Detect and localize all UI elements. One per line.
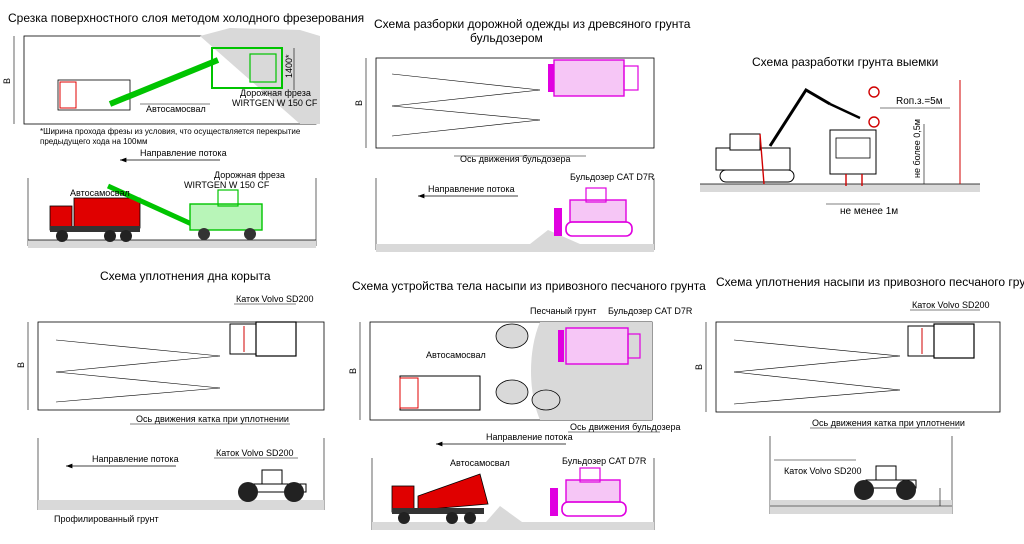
compact-bed-dim-b: В: [16, 362, 26, 368]
panel-excavation: Схема разработки грунта выемки Rоп.з.=5м…: [700, 55, 980, 217]
compact-bed-zigzag: [55, 339, 221, 403]
milling-plan-mill: [211, 47, 283, 89]
compact-bed-axis-label: Ось движения катка при уплотнении: [136, 414, 289, 424]
panel-embankment: Схема устройства тела насыпи из привозно…: [348, 279, 706, 530]
embankment-sand-pile-1: [495, 323, 529, 349]
strip-label-dozer: Бульдозер CAT D7R: [570, 172, 655, 182]
compact-bed-label-roller: Каток Volvo SD200: [236, 294, 314, 304]
compact-fill-side-roller: [854, 465, 917, 500]
compact-bed-side-roller: [238, 469, 307, 502]
embankment-side-dozer: [550, 467, 627, 517]
panel-strip-title-1: Схема разборки дорожной одежды из древся…: [374, 17, 691, 31]
excavation-truck: [829, 129, 877, 186]
strip-plan-dozer: [548, 59, 639, 97]
strip-side-ground: [376, 230, 654, 252]
excavation-label-dist: не менее 1м: [840, 206, 898, 217]
compact-bed-side-ground: [38, 500, 324, 510]
embankment-label-sand: Песчаный грунт: [530, 306, 596, 316]
milling-edge-hatch: [200, 28, 320, 124]
milling-dim-1400: 1400*: [284, 54, 294, 78]
embankment-side-label-truck: Автосамосвал: [450, 458, 510, 468]
milling-flow-label: Направление потока: [140, 148, 227, 158]
compact-fill-plan-area: [715, 321, 1001, 413]
strip-flow-label: Направление потока: [428, 184, 515, 194]
milling-plan-mill-cab: [249, 53, 277, 83]
milling-side-label-mill: Дорожная фреза: [214, 170, 285, 180]
panel-embankment-title: Схема устройства тела насыпи из привозно…: [352, 279, 706, 293]
panel-strip-title-2: бульдозером: [470, 31, 543, 45]
strip-dim-b: В: [354, 100, 364, 106]
compact-bed-label-roller-side: Каток Volvo SD200: [216, 448, 294, 458]
milling-footnote-line-2: предыдущего хода на 100мм: [40, 137, 147, 146]
excavation-sign-1: [868, 86, 880, 98]
embankment-label-truck: Автосамосвал: [426, 350, 486, 360]
strip-plan-area: [375, 57, 655, 149]
milling-plan-conveyor: [108, 57, 220, 107]
milling-side-truck: [49, 197, 141, 242]
milling-plan-truck: [57, 79, 131, 111]
excavation-label-rop: Rоп.з.=5м: [896, 96, 943, 107]
compact-bed-plan-area: [37, 321, 325, 411]
excavation-excavator: [715, 87, 861, 185]
excavation-ground: [700, 184, 980, 192]
embankment-plan-dozer: [558, 327, 641, 365]
milling-side-label-mill-model: WIRTGEN W 150 CF: [184, 180, 270, 190]
embankment-side-truck: [391, 473, 489, 524]
panel-milling: Срезка поверхностного слоя методом холод…: [2, 11, 364, 248]
milling-dim-b: В: [2, 78, 12, 84]
milling-label-mill-model: WIRTGEN W 150 CF: [232, 98, 318, 108]
compact-fill-label-roller: Каток Volvo SD200: [912, 300, 990, 310]
compact-fill-plan-roller: [907, 323, 975, 359]
compact-fill-zigzag: [733, 339, 901, 405]
excavation-sign-2: [868, 116, 880, 128]
embankment-sand-pile-3: [531, 389, 561, 411]
compact-bed-label-ground: Профилированный грунт: [54, 514, 159, 524]
milling-label-truck: Автосамосвал: [146, 104, 206, 114]
milling-side-ground: [28, 240, 316, 248]
embankment-axis-label: Ось движения бульдозера: [570, 422, 681, 432]
compact-fill-side-ground: [770, 500, 952, 514]
panel-compact-fill-title: Схема уплотнения насыпи из привозного пе…: [716, 275, 1024, 289]
embankment-sand-pile-2: [495, 379, 529, 405]
milling-label-mill: Дорожная фреза: [240, 88, 311, 98]
milling-footnote: *Ширина прохода фрезы из условия, что ос…: [40, 127, 303, 146]
milling-side-mill: [106, 183, 263, 240]
panel-compact-bed-title: Схема уплотнения дна корыта: [100, 269, 271, 283]
panel-strip: Схема разборки дорожной одежды из древся…: [354, 17, 691, 252]
panel-excavation-title: Схема разработки грунта выемки: [752, 55, 938, 69]
embankment-label-dozer: Бульдозер CAT D7R: [608, 306, 693, 316]
milling-side-label-truck: Автосамосвал: [70, 188, 130, 198]
milling-footnote-line: *Ширина прохода фрезы из условия, что ос…: [40, 127, 301, 136]
compact-bed-plan-roller: [229, 321, 297, 357]
excavation-label-height: не более 0,5м: [912, 119, 922, 178]
milling-plan-truck-cab: [59, 81, 77, 109]
embankment-side-ground: [372, 506, 654, 530]
compact-fill-label-roller-side: Каток Volvo SD200: [784, 466, 862, 476]
strip-axis-label: Ось движения бульдозера: [460, 154, 571, 164]
strip-motion-zigzag: [391, 73, 541, 137]
panel-compact-bed: Схема уплотнения дна корыта В Каток Volv…: [16, 269, 325, 524]
panel-compact-fill: Схема уплотнения насыпи из привозного пе…: [694, 275, 1024, 514]
panel-milling-title: Срезка поверхностного слоя методом холод…: [8, 11, 364, 25]
compact-fill-axis-label: Ось движения катка при уплотнении: [812, 418, 965, 428]
embankment-plan-truck: [399, 375, 481, 411]
compact-bed-flow-label: Направление потока: [92, 454, 179, 464]
embankment-dim-b: В: [348, 368, 358, 374]
embankment-flow-label: Направление потока: [486, 432, 573, 442]
strip-side-dozer: [554, 187, 633, 237]
embankment-side-label-dozer: Бульдозер CAT D7R: [562, 456, 647, 466]
compact-fill-dim-b: В: [694, 364, 704, 370]
